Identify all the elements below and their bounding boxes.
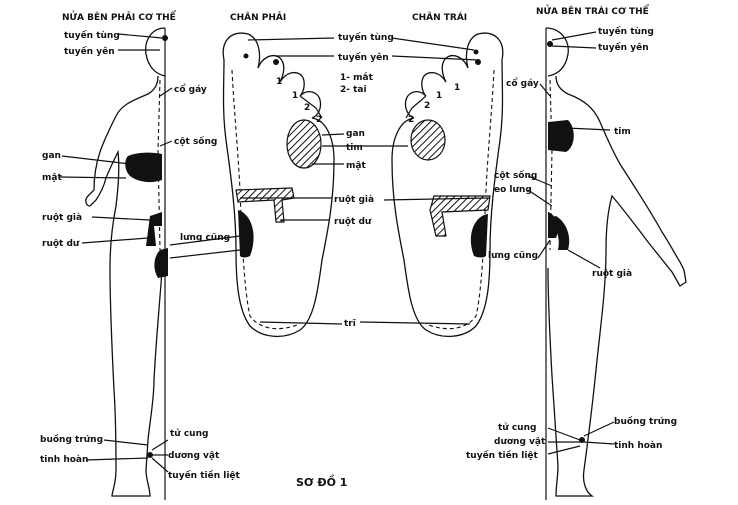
label-c-tuyen-yen: tuyến yên bbox=[338, 52, 389, 63]
right-figure-head bbox=[545, 27, 569, 77]
left-foot-pineal-dot bbox=[473, 49, 479, 55]
left-body-figure bbox=[85, 27, 168, 500]
toe-num-r-2a: 2 bbox=[304, 103, 310, 113]
left-foot-heart-zone bbox=[410, 119, 446, 161]
right-body-figure bbox=[545, 27, 687, 500]
toe-num-r-1a: 1 bbox=[276, 77, 282, 87]
left-figure-head bbox=[145, 27, 166, 77]
right-foot-liver-zone bbox=[286, 119, 322, 169]
label-l-tuyen-tung: tuyến tùng bbox=[64, 30, 120, 41]
label-r-cot-song: cột sống bbox=[494, 170, 537, 181]
right-figure-pineal-dot bbox=[547, 41, 553, 47]
toe-num-l-1b: 1 bbox=[436, 91, 442, 101]
label-r-duong-vat: dương vật bbox=[494, 437, 546, 447]
center-leaders bbox=[169, 37, 489, 325]
label-l-tinh-hoan: tinh hoàn bbox=[40, 455, 88, 465]
left-figure-pineal-dot bbox=[162, 35, 168, 41]
label-l-duong-vat: dương vật bbox=[168, 451, 220, 461]
right-foot-pineal-dot bbox=[243, 53, 249, 59]
left-foot-lumbar-zone bbox=[470, 214, 488, 258]
header-right-foot: CHÂN PHẢI bbox=[230, 11, 286, 23]
label-r-tinh-hoan: tinh hoàn bbox=[614, 441, 662, 451]
header-left-half: NỬA BÊN TRÁI CƠ THỂ bbox=[536, 4, 650, 17]
left-figure-prostate-dot bbox=[147, 452, 153, 458]
label-l-tuyen-yen: tuyến yên bbox=[64, 46, 115, 57]
diagram-caption: SƠ ĐỒ 1 bbox=[296, 474, 347, 489]
header-right-half: NỬA BÊN PHẢI CƠ THỂ bbox=[62, 10, 177, 23]
label-l-tu-cung: tử cung bbox=[170, 428, 208, 439]
right-figure-lumbar bbox=[548, 212, 558, 238]
left-foot-eye-ear-line bbox=[405, 95, 427, 119]
left-figure-outline bbox=[85, 75, 163, 497]
label-c-tim: tim bbox=[346, 143, 363, 153]
right-figure-heart bbox=[548, 120, 574, 152]
label-r-tu-cung: tử cung bbox=[498, 422, 536, 433]
label-r-tuyen-tien-liet: tuyến tiền liệt bbox=[466, 450, 539, 461]
toe-num-r-2b: 2 bbox=[316, 115, 322, 125]
toe-num-r-1b: 1 bbox=[292, 91, 298, 101]
toe-num-l-2a: 2 bbox=[424, 101, 430, 111]
label-c-tri: trĩ bbox=[344, 319, 357, 329]
toe-num-l-2b: 2 bbox=[408, 115, 414, 125]
label-c-tuyen-tung: tuyến tùng bbox=[338, 32, 394, 43]
left-foot-colon-zone bbox=[429, 195, 491, 237]
left-figure-leaders bbox=[59, 33, 173, 473]
right-foot-colon-zone bbox=[235, 187, 295, 223]
label-r-lung-cung: lưng cũng bbox=[488, 251, 538, 261]
label-r-ruot-gia: ruột già bbox=[592, 269, 632, 279]
label-r-eo-lung: eo lưng bbox=[494, 185, 532, 195]
left-figure-lumbar bbox=[154, 248, 168, 278]
right-foot-pituitary-dot bbox=[273, 59, 279, 65]
label-l-co-gay: cổ gáy bbox=[174, 83, 207, 95]
right-figure-leaders bbox=[527, 31, 615, 455]
right-foot-eye-ear-line bbox=[299, 95, 323, 119]
toe-num-l-1a: 1 bbox=[454, 83, 460, 93]
right-foot-lumbar-zone bbox=[238, 210, 254, 258]
left-foot-outline bbox=[391, 32, 504, 337]
label-r-co-gay: cổ gáy bbox=[506, 77, 539, 89]
label-r-tuyen-tung: tuyến tùng bbox=[598, 26, 654, 37]
label-r-buong-trung: buồng trứng bbox=[614, 416, 677, 427]
label-r-tim: tim bbox=[614, 127, 631, 137]
label-l-ruot-du: ruột dư bbox=[42, 239, 80, 249]
left-figure-liver bbox=[125, 152, 162, 183]
label-c-ruot-du: ruột dư bbox=[334, 217, 372, 227]
right-foot-sole bbox=[222, 32, 335, 337]
header-left-foot: CHÂN TRÁI bbox=[412, 11, 467, 23]
label-c-ruot-gia: ruột già bbox=[334, 195, 374, 205]
label-c-mat-1: 1- mắt bbox=[340, 72, 374, 83]
right-foot-outline bbox=[222, 32, 335, 337]
label-c-gan: gan bbox=[346, 129, 365, 139]
left-figure-colon bbox=[146, 212, 162, 246]
label-l-cot-song: cột sống bbox=[174, 136, 217, 147]
right-figure-outline bbox=[547, 75, 687, 497]
label-l-gan: gan bbox=[42, 151, 61, 161]
label-c-mat: mật bbox=[346, 161, 366, 171]
label-r-tuyen-yen: tuyến yên bbox=[598, 42, 649, 53]
label-c-tai-2: 2- tai bbox=[340, 85, 367, 95]
left-foot-sole bbox=[391, 32, 504, 337]
label-l-lung-cung: lưng cũng bbox=[180, 233, 230, 243]
label-l-tuyen-tien-liet: tuyến tiền liệt bbox=[168, 470, 241, 481]
label-l-mat: mật bbox=[42, 173, 62, 183]
right-figure-ovary-dot bbox=[579, 437, 585, 443]
label-l-buong-trung: buồng trứng bbox=[40, 434, 103, 445]
label-l-ruot-gia: ruột già bbox=[42, 213, 82, 223]
